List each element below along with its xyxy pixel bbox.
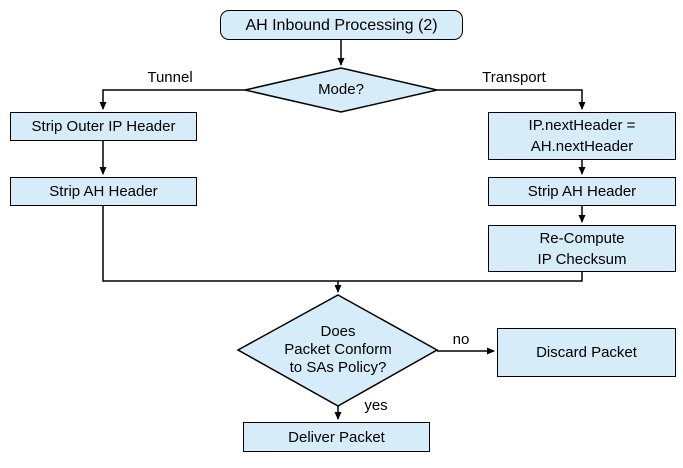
node-discard-packet: Discard Packet — [497, 328, 676, 377]
node-recompute-ip-checksum: Re-Compute IP Checksum — [488, 225, 676, 272]
node-ip-nextheader-line1: IP.nextHeader = — [528, 117, 636, 134]
node-ip-nextheader-line2: AH.nextHeader — [530, 138, 634, 155]
edge-label-transport: Transport — [482, 69, 546, 86]
node-strip-ah-header-left: Strip AH Header — [10, 177, 197, 206]
edge-label-yes: yes — [364, 397, 388, 414]
mode-decision-diamond — [244, 67, 438, 113]
node-ip-nextheader: IP.nextHeader = AH.nextHeader — [488, 112, 676, 160]
node-recompute-line1: Re-Compute — [539, 229, 625, 247]
node-recompute-line2: IP Checksum — [537, 250, 627, 268]
policy-decision-diamond — [236, 294, 439, 407]
node-strip-ah-header-right: Strip AH Header — [488, 177, 676, 206]
policy-decision-line2: Packet Conform — [284, 341, 392, 358]
edge-left-merge — [102, 206, 338, 282]
edge-label-tunnel: Tunnel — [147, 69, 193, 86]
policy-decision-line1: Does — [320, 323, 356, 340]
mode-decision-label: Mode? — [318, 81, 364, 98]
node-title-ah-inbound-processing: AH Inbound Processing (2) — [220, 10, 463, 40]
policy-decision-label: Does Packet Conform to SAs Policy? — [258, 322, 418, 378]
node-deliver-packet: Deliver Packet — [243, 422, 430, 452]
edge-mode-tunnel — [99, 89, 245, 110]
edge-label-no: no — [452, 331, 470, 348]
edge-mode-transport — [437, 89, 586, 110]
policy-decision-line3: to SAs Policy? — [289, 359, 387, 376]
node-strip-outer-ip-header: Strip Outer IP Header — [10, 112, 197, 141]
edge-right-merge — [338, 272, 583, 282]
